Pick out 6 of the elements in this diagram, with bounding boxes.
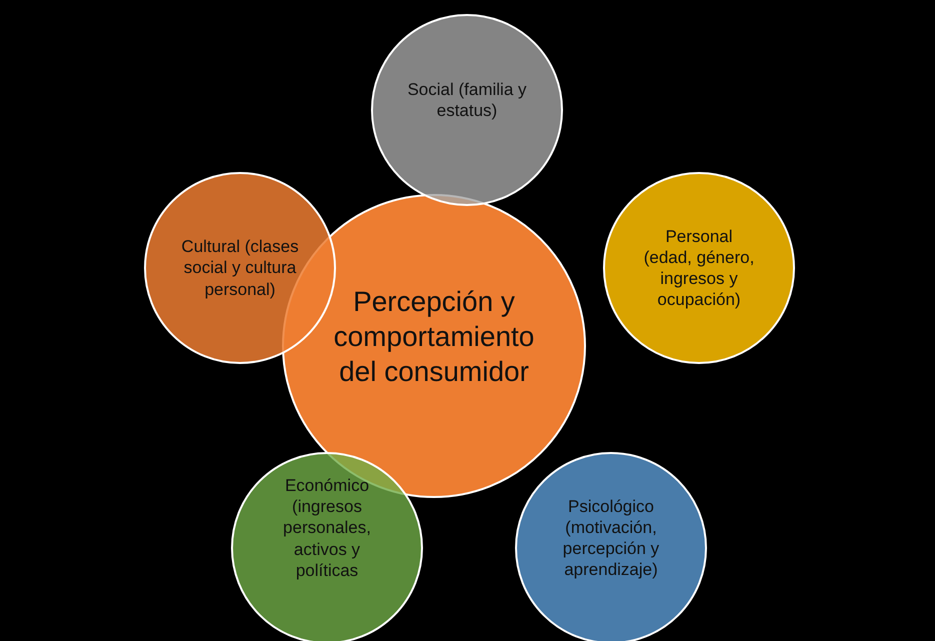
circle-label: Personal (edad, género, ingresos y ocupación) (642, 226, 756, 310)
circle-label: Económico (ingresos personales, activos y políticas (282, 474, 372, 582)
circle-label: Psicológico (motivación, percepción y aprendizaje) (562, 496, 660, 580)
circle-label: Cultural (clases social y cultura personal) (180, 236, 300, 300)
circle-label: Social (familia y estatus) (406, 78, 528, 122)
circle-label: Percepción y comportamiento del consumidor (332, 284, 536, 388)
